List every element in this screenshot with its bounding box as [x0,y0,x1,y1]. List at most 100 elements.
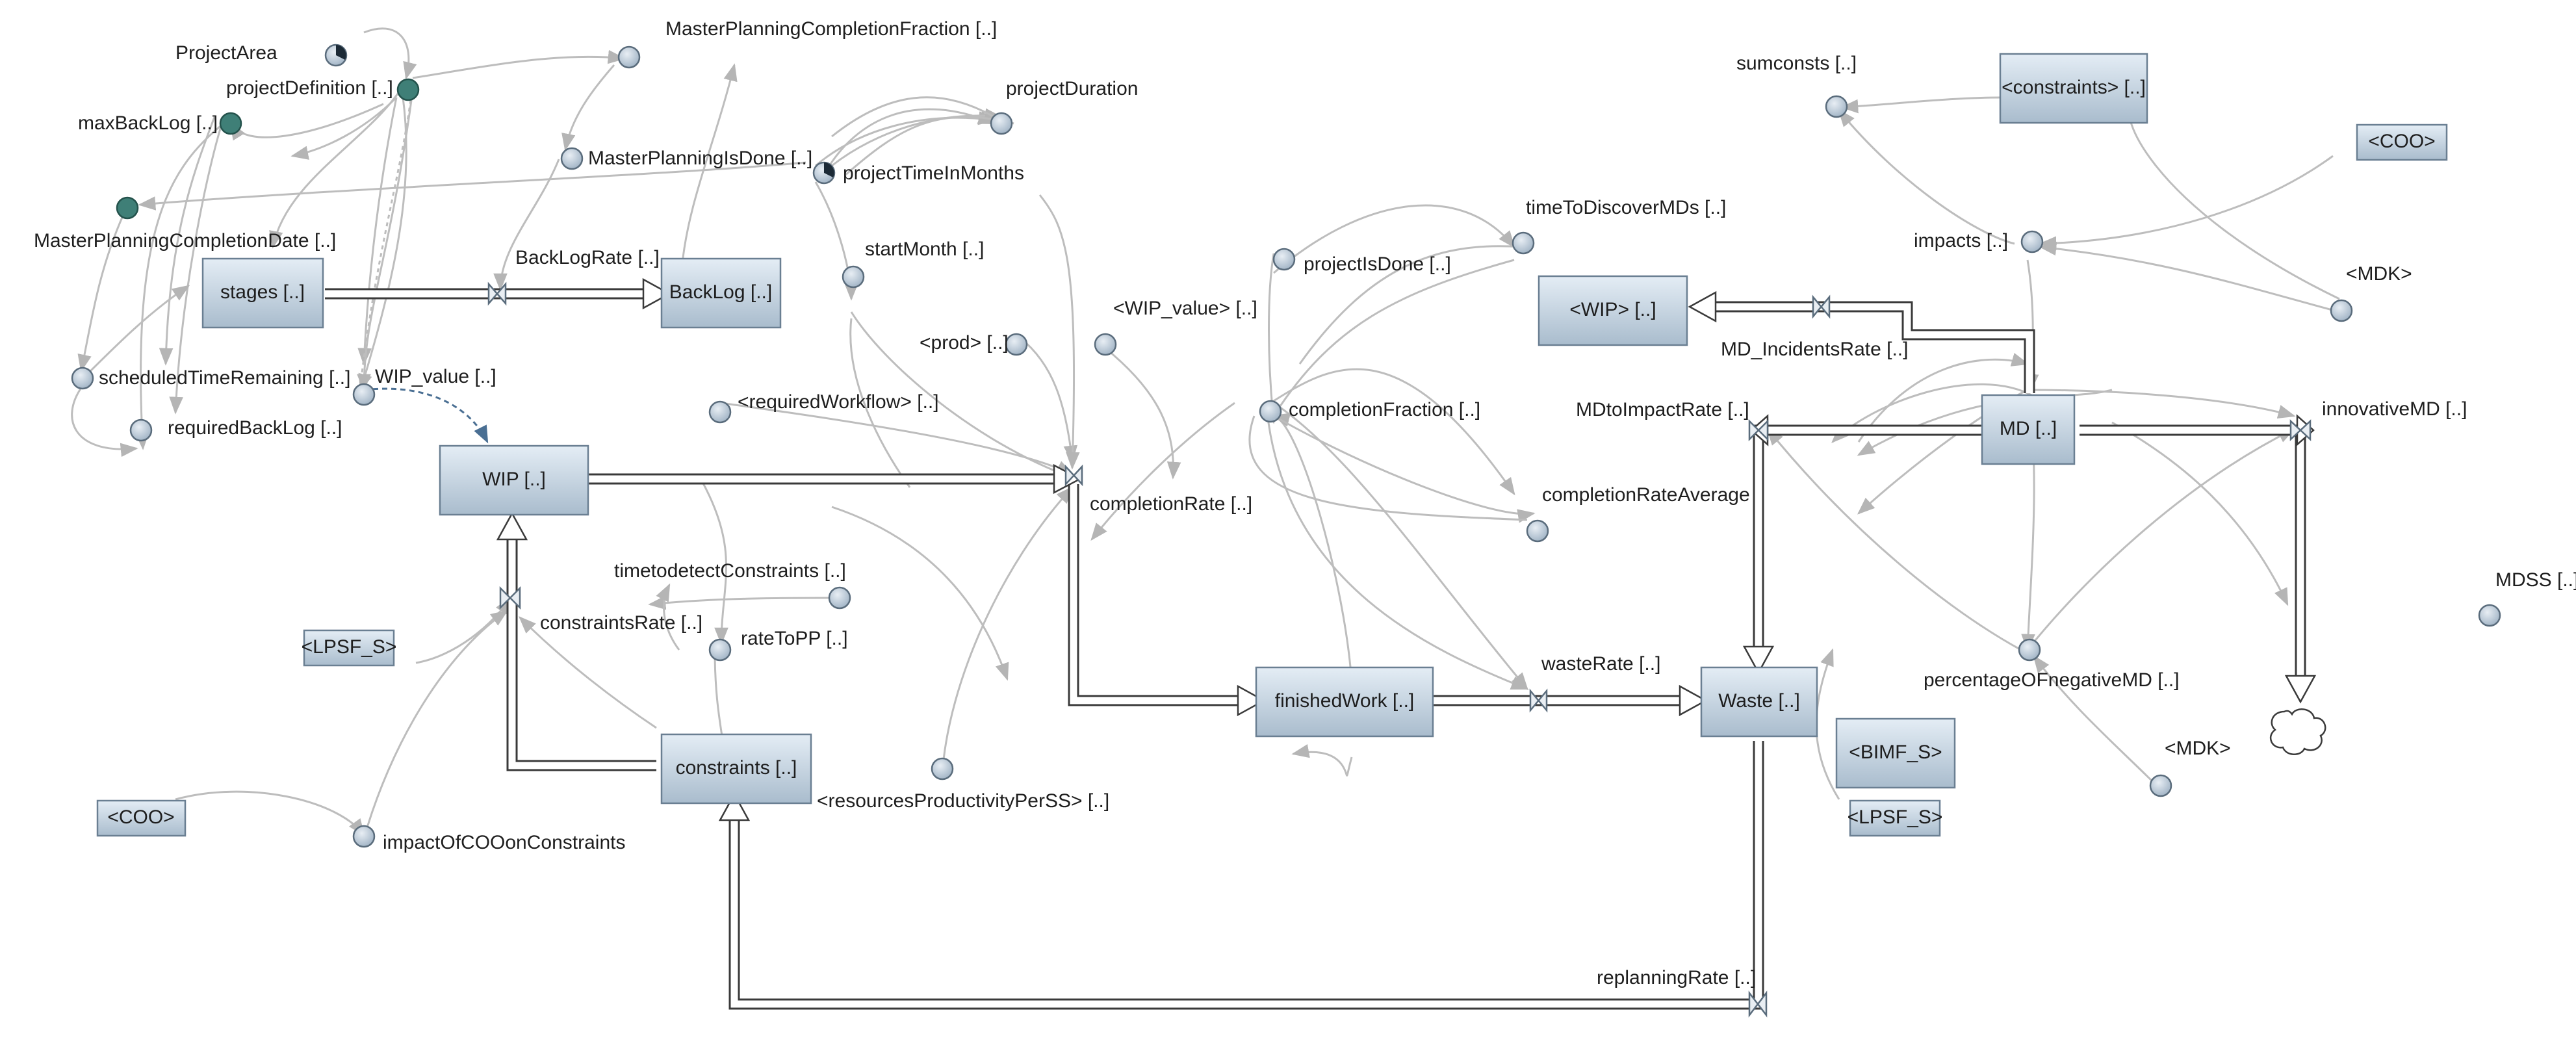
sumconsts-node[interactable] [1825,95,1848,118]
time-to-detect-constraints-label: timetodetectConstraints [..] [614,560,846,582]
mdk-top-label: <MDK> [2346,263,2412,285]
start-month-node[interactable] [842,265,865,289]
completion-rate-average-node[interactable] [1526,519,1549,543]
max-backlog-label: maxBackLog [..] [78,112,218,134]
valves [487,281,2312,1018]
wip-value-link [363,387,489,444]
required-backlog-node[interactable] [129,419,153,442]
sumconsts-label: sumconsts [..] [1736,53,1857,74]
project-is-done-label: projectIsDone [..] [1304,253,1451,275]
shadow-coo-right-label: <COO> [2368,131,2435,152]
waste-rate-valve [1529,688,1548,713]
shadow-coo-left[interactable]: <COO> [96,799,187,837]
mp-completion-fraction-node[interactable] [617,45,641,69]
md-incidents-rate-label: MD_IncidentsRate [..] [1721,339,1908,360]
md-to-impact-rate-label: MDtoImpactRate [..] [1576,399,1749,420]
mdk-bottom-node[interactable] [2149,774,2172,797]
completion-rate-average-label: completionRateAverage [1542,484,1750,506]
max-backlog-node[interactable] [219,112,242,135]
stock-stages[interactable]: stages [..] [201,257,324,329]
stock-constraints-label: constraints [..] [676,757,797,779]
replanning-rate-label: replanningRate [..] [1597,967,1756,988]
backlog-rate-label: BackLogRate [..] [515,247,660,268]
stock-backlog-label: BackLog [..] [669,281,772,303]
stock-waste-label: Waste [..] [1718,690,1800,712]
shadow-bimf-label: <BIMF_S> [1849,742,1942,763]
resources-productivity-label: <resourcesProductivityPerSS> [..] [817,790,1109,812]
stock-finished-work[interactable]: finishedWork [..] [1255,666,1434,738]
time-to-discover-mds-node[interactable] [1512,231,1535,255]
flow-arrowheads [496,277,2317,821]
completion-rate-label: completionRate [..] [1090,493,1252,515]
project-time-months-node[interactable] [812,161,836,185]
stock-md[interactable]: MD [..] [1981,394,2076,465]
project-time-months-label: projectTimeInMonths [843,162,1024,184]
shadow-lpsf-left[interactable]: <LPSF_S> [302,629,397,667]
sink-cloud-icon [2269,708,2326,755]
shadow-lpsf-right[interactable]: <LPSF_S> [1848,799,1943,837]
stock-md-label: MD [..] [2000,418,2057,439]
constraints-rate-valve [499,586,521,610]
shadow-bimf[interactable]: <BIMF_S> [1835,717,1956,789]
wip-value-ref-node[interactable] [1094,333,1117,356]
completion-fraction-label: completionFraction [..] [1289,399,1480,420]
project-definition-node[interactable] [396,78,420,101]
percentage-negative-md-node[interactable] [2018,638,2041,662]
wip-value-node[interactable] [352,383,376,406]
completion-rate-valve [1064,464,1083,487]
impacts-label: impacts [..] [1914,230,2008,252]
required-workflow-node[interactable] [708,400,732,424]
mp-completion-date-label: MasterPlanningCompletionDate [..] [34,230,336,252]
stock-wip-label: WIP [..] [482,469,546,490]
constraints-rate-label: constraintsRate [..] [540,612,702,634]
shadow-constraints-ref[interactable]: <constraints> [..] [1999,53,2148,124]
information-links [71,27,2340,839]
required-backlog-label: requiredBackLog [..] [168,417,342,439]
stock-backlog[interactable]: BackLog [..] [660,257,782,329]
stock-waste[interactable]: Waste [..] [1700,666,1818,738]
stock-stages-label: stages [..] [220,281,305,303]
replanning-rate-valve [1748,990,1768,1018]
wip-value-ref-label: <WIP_value> [..] [1113,298,1257,319]
shadow-wip-ref[interactable]: <WIP> [..] [1538,275,1688,346]
mdk-top-node[interactable] [2330,299,2353,322]
shadow-coo-left-label: <COO> [107,806,174,828]
mdss-label: MDSS [..] [2495,569,2576,591]
project-area-node[interactable] [324,44,348,67]
rate-to-pp-label: rateToPP [..] [741,628,848,649]
mp-completion-date-node[interactable] [116,196,139,220]
percentage-negative-md-label: percentageOFnegativeMD [..] [1924,669,2180,691]
mp-completion-fraction-label: MasterPlanningCompletionFraction [..] [665,18,997,40]
project-duration-label: projectDuration [1006,78,1138,99]
prod-node[interactable] [1005,333,1028,356]
required-workflow-label: <requiredWorkflow> [..] [738,391,939,413]
mdss-node[interactable] [2478,604,2501,627]
md-incidents-rate-valve [1812,294,1831,319]
stock-wip[interactable]: WIP [..] [439,445,589,516]
stock-finished-work-label: finishedWork [..] [1275,690,1415,712]
rate-to-pp-node[interactable] [708,638,732,662]
impact-coo-constraints-node[interactable] [352,825,376,848]
resources-productivity-node[interactable] [931,757,954,781]
wip-value-label: WIP_value [..] [375,366,496,387]
project-is-done-node[interactable] [1272,248,1296,271]
mp-is-done-node[interactable] [560,147,584,170]
shadow-coo-right[interactable]: <COO> [2356,123,2448,161]
mp-is-done-label: MasterPlanningIsDone [..] [588,148,812,169]
time-to-discover-mds-label: timeToDiscoverMDs [..] [1526,197,1726,218]
time-to-detect-constraints-node[interactable] [828,586,851,610]
project-definition-label: projectDefinition [..] [226,77,393,99]
scheduled-time-remaining-node[interactable] [71,367,94,390]
waste-rate-label: wasteRate [..] [1541,653,1660,675]
completion-fraction-node[interactable] [1259,400,1282,423]
stock-constraints[interactable]: constraints [..] [660,733,812,805]
impact-coo-constraints-label: impactOfCOOonConstraints [383,832,625,853]
start-month-label: startMonth [..] [865,239,984,260]
impacts-node[interactable] [2020,230,2044,253]
mdk-bottom-label: <MDK> [2165,738,2231,759]
shadow-lpsf-left-label: <LPSF_S> [302,636,397,658]
project-duration-node[interactable] [990,112,1013,135]
project-area-label: ProjectArea [175,42,277,64]
shadow-wip-ref-label: <WIP> [..] [1569,299,1656,320]
scheduled-time-remaining-label: scheduledTimeRemaining [..] [99,367,350,389]
